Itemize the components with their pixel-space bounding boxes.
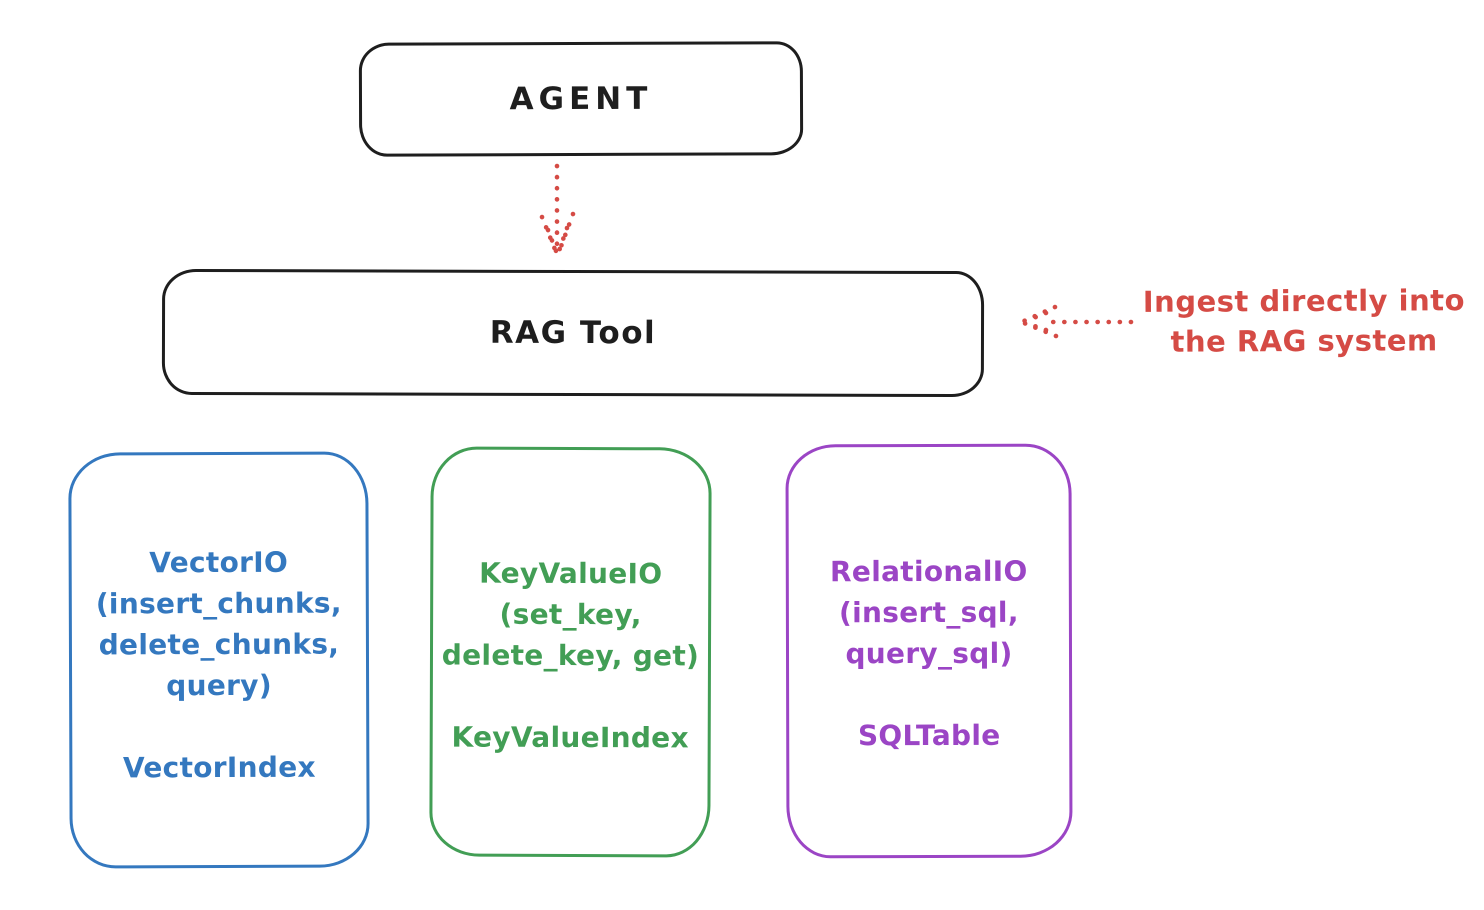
card-line: RelationalIO: [829, 554, 1028, 589]
card-line: (insert_sql,: [838, 595, 1019, 630]
card-line: query): [166, 668, 272, 703]
ingest-annotation-line-2: the RAG system: [1170, 323, 1438, 359]
agent-to-rag-arrow-icon: [539, 163, 576, 256]
card-relational-io: RelationalIO (insert_sql, query_sql) SQL…: [785, 443, 1073, 859]
card-line: KeyValueIO: [479, 556, 663, 591]
card-line: VectorIO: [149, 545, 289, 580]
card-key-value-io: KeyValueIO (set_key, delete_key, get) Ke…: [429, 446, 712, 858]
card-line: (insert_chunks,: [95, 586, 342, 621]
rag-tool-node: RAG Tool: [161, 268, 985, 398]
card-index-label: SQLTable: [857, 718, 1001, 753]
ingest-annotation: Ingest directly into the RAG system: [1128, 280, 1480, 362]
card-vector-io: VectorIO (insert_chunks, delete_chunks, …: [68, 451, 370, 869]
card-line: query_sql): [845, 636, 1013, 671]
card-line: delete_key, get): [441, 638, 700, 673]
card-index-label: VectorIndex: [122, 750, 316, 785]
card-index-label: KeyValueIndex: [451, 720, 689, 755]
card-line: (set_key,: [499, 597, 642, 632]
agent-node: AGENT: [358, 41, 804, 157]
rag-tool-label: RAG Tool: [489, 314, 657, 352]
ingest-annotation-line-1: Ingest directly into: [1142, 283, 1466, 319]
agent-label: AGENT: [509, 80, 653, 118]
card-line: delete_chunks,: [98, 627, 340, 662]
ingest-arrow-icon: [1021, 304, 1134, 339]
